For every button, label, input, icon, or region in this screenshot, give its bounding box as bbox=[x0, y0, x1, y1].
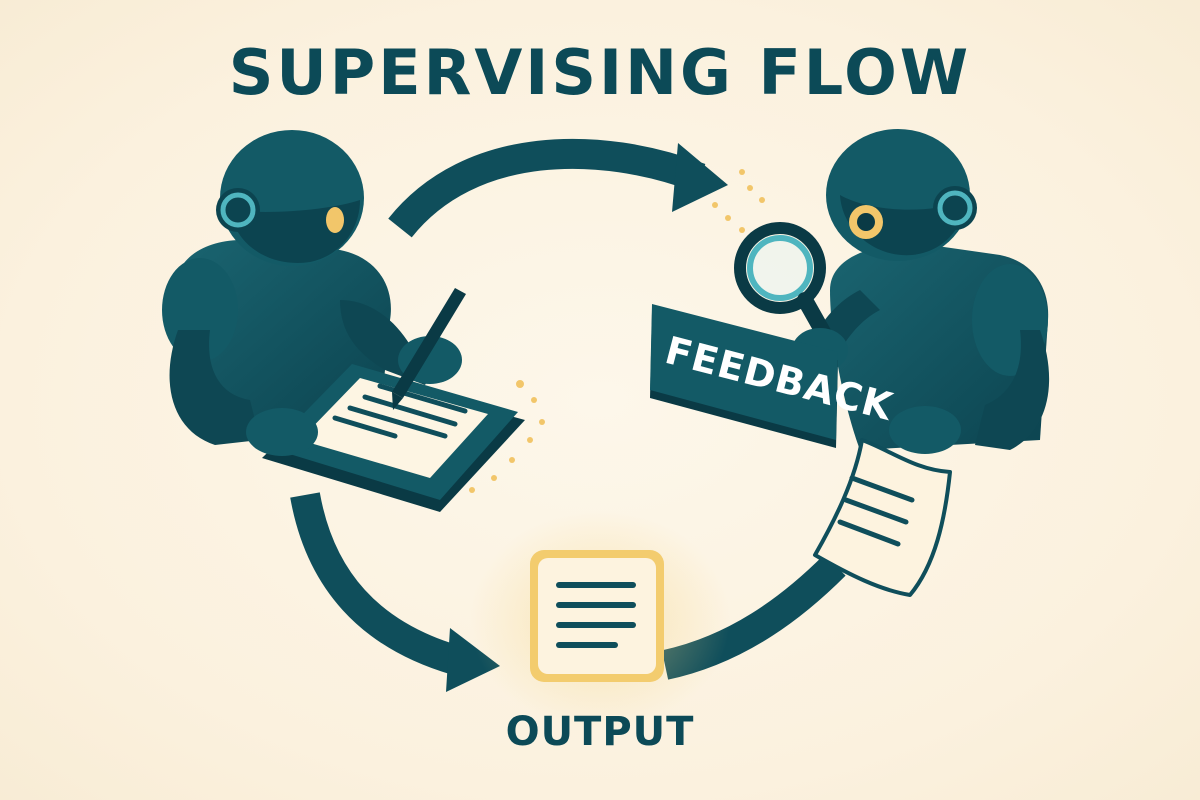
output-label: OUTPUT bbox=[505, 709, 695, 755]
reviewer-robot-icon bbox=[712, 129, 1050, 454]
writer-robot-icon bbox=[162, 130, 545, 512]
arrow-left-head bbox=[446, 628, 500, 692]
diagram-title: SUPERVISING FLOW bbox=[228, 36, 972, 109]
tablet-icon bbox=[262, 364, 525, 512]
cycle-arrows-icon bbox=[290, 138, 846, 692]
arrow-top-arc bbox=[388, 138, 706, 238]
arrow-left-arc bbox=[290, 492, 460, 675]
stylus-icon bbox=[392, 288, 466, 410]
arrow-top-head bbox=[672, 143, 728, 212]
document-icon bbox=[813, 438, 952, 597]
output-document-icon bbox=[470, 510, 730, 730]
